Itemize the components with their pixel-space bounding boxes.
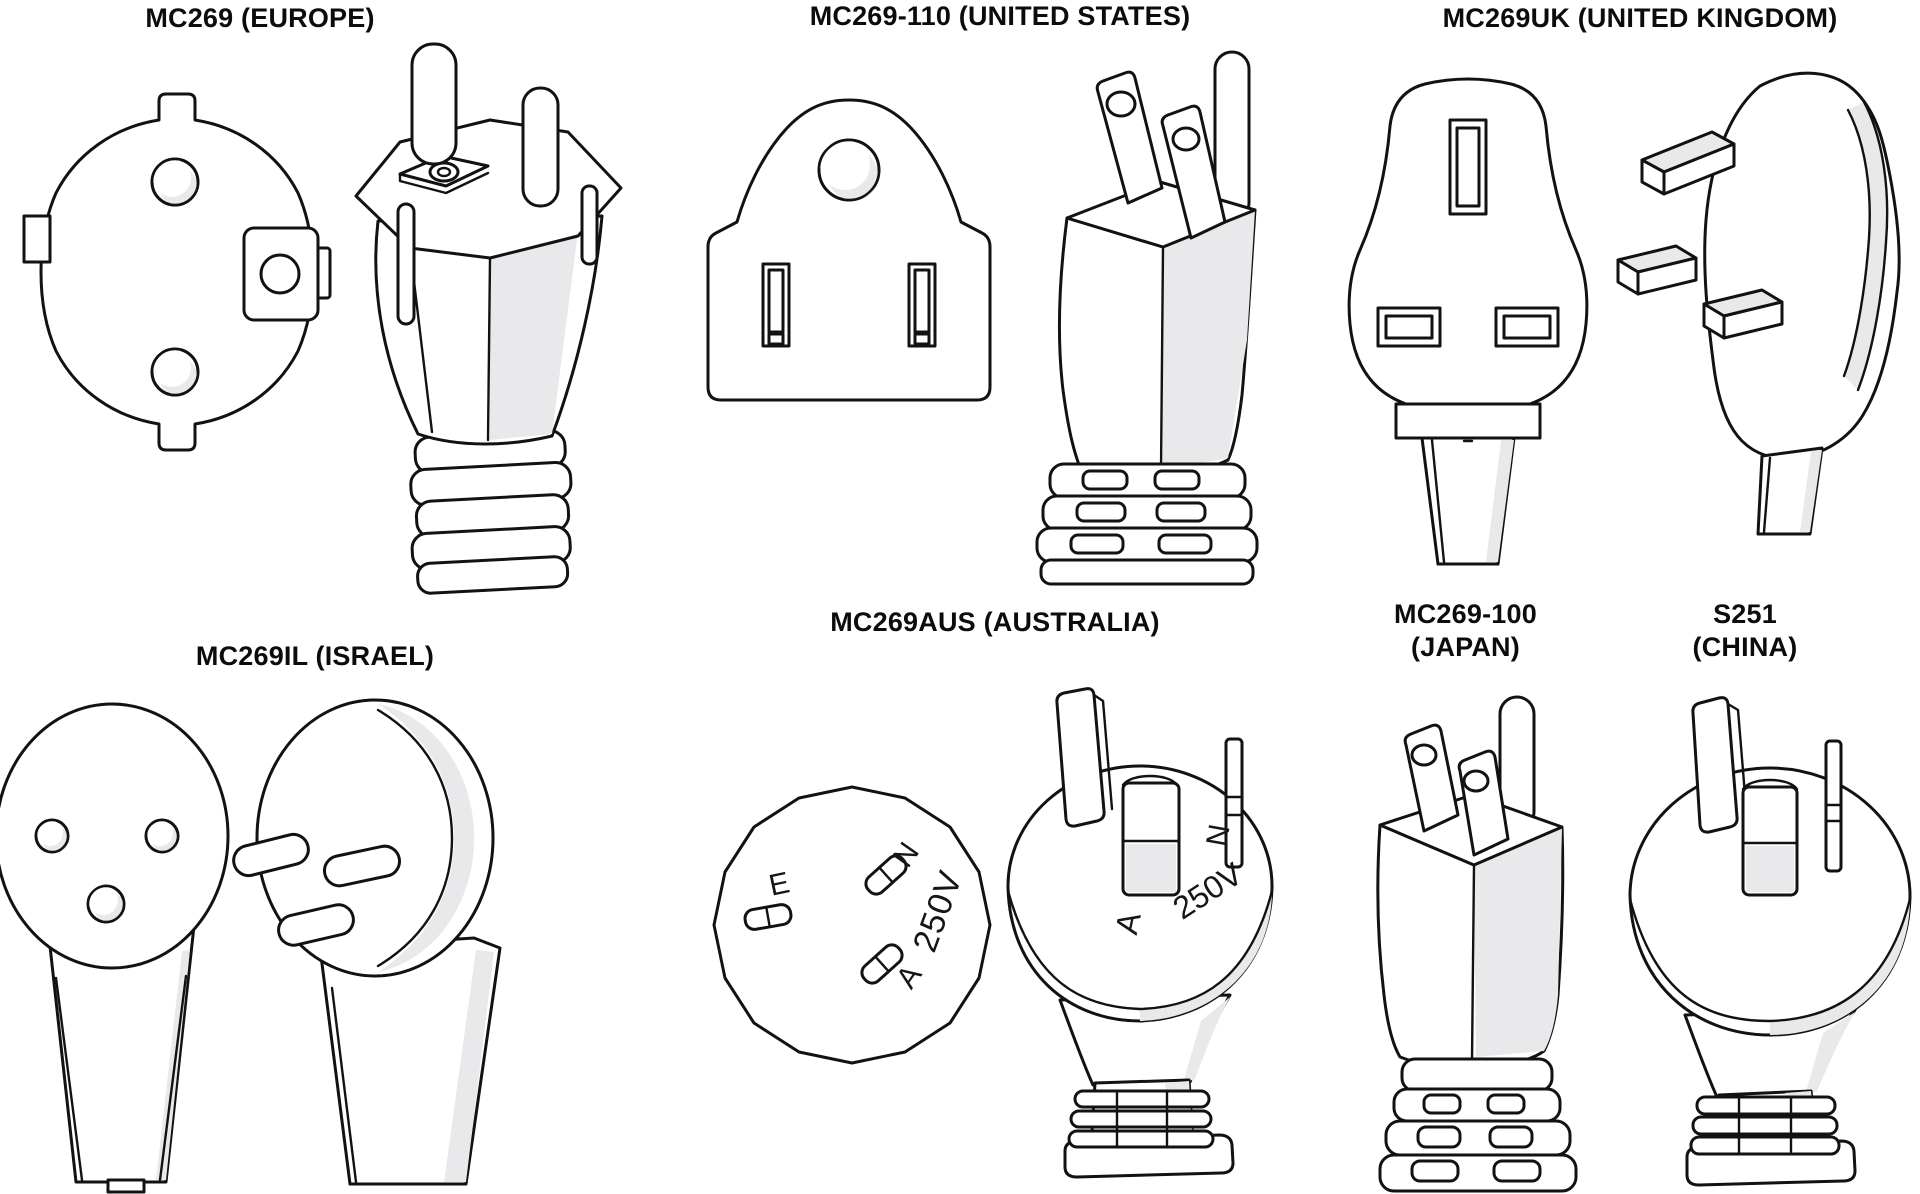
- screw-plate: [398, 154, 490, 195]
- plug-face-outline: [712, 785, 992, 1065]
- flat-pin-top: [232, 832, 310, 878]
- active-slot: [860, 943, 904, 985]
- china-plug-3d-drawing: [1615, 685, 1920, 1194]
- uk-plug-3d-drawing: [1612, 52, 1912, 537]
- center-contact-hole: [259, 253, 301, 295]
- neutral-slot: [864, 854, 908, 896]
- europe-plug-front-drawing: [22, 88, 332, 458]
- flat-pin-bottom: [277, 903, 355, 947]
- europe-plug-3d-drawing: [340, 36, 650, 596]
- round-pin-left: [410, 42, 458, 166]
- flat-blade-right: [1457, 749, 1510, 857]
- flat-blade-center: [1741, 778, 1799, 897]
- earth-clip-groove-left: [396, 202, 416, 326]
- japan-plug-3d-drawing: [1372, 685, 1637, 1194]
- title-australia: MC269AUS (AUSTRALIA): [830, 607, 1160, 637]
- flat-blade-left: [1403, 723, 1460, 833]
- strain-relief: [1378, 1057, 1578, 1193]
- australia-plug-3d-drawing: A 250V N: [1005, 685, 1340, 1194]
- israel-plug-front-drawing: [0, 688, 248, 1194]
- title-europe: MC269 (EUROPE): [145, 3, 375, 33]
- pin-hole-bottom: [86, 884, 126, 924]
- title-china-line1: S251: [1713, 599, 1777, 629]
- cord-exit-notch: [106, 1178, 146, 1194]
- thin-pin-right: [1824, 739, 1843, 873]
- title-china-line2: (CHINA): [1692, 632, 1798, 662]
- ground-pin-hole: [817, 138, 881, 202]
- plug-body-outline: [39, 92, 315, 452]
- flat-blade-left: [1095, 70, 1164, 205]
- line-pin-left: [1616, 244, 1698, 296]
- title-united-states: MC269-110 (UNITED STATES): [809, 1, 1191, 31]
- plug-head: [0, 702, 230, 970]
- earth-slot: [743, 903, 793, 931]
- blade-slot-right: [907, 262, 937, 348]
- uk-plug-front-drawing: [1328, 68, 1608, 568]
- strain-relief: [409, 429, 573, 595]
- title-israel: MC269IL (ISRAEL): [195, 641, 435, 671]
- pin-hole-top: [150, 157, 200, 207]
- us-plug-3d-drawing: [995, 40, 1275, 586]
- flat-blade-left: [1691, 696, 1749, 834]
- thin-pin-right: [1224, 737, 1244, 869]
- blade-slot-left: [761, 262, 791, 348]
- strain-relief: [1035, 462, 1259, 586]
- earth-pin: [1640, 130, 1736, 196]
- pin-hole-left: [34, 818, 70, 854]
- round-pin-right: [521, 86, 560, 208]
- cord-flange: [1394, 402, 1542, 440]
- us-plug-front-drawing: [703, 82, 995, 412]
- line-pin-slot-left: [1376, 306, 1442, 348]
- earth-pin-slot: [1448, 118, 1488, 216]
- title-united-kingdom: MC269UK (UNITED KINGDOM): [1442, 3, 1838, 33]
- israel-plug-3d-drawing: [228, 688, 643, 1194]
- earth-clip-groove-right: [580, 184, 599, 266]
- pin-hole-bottom: [150, 347, 200, 397]
- pin-hole-right: [144, 818, 180, 854]
- title-china: S251 (CHINA): [1655, 598, 1835, 664]
- line-pin-right: [1702, 288, 1784, 340]
- title-japan: MC269-100 (JAPAN): [1378, 598, 1553, 664]
- flat-blade-right: [1160, 104, 1227, 240]
- australia-plug-face-drawing: E N A 250V: [702, 780, 1002, 1070]
- flat-pin-middle: [323, 844, 401, 888]
- strain-relief: [1689, 1095, 1841, 1156]
- line-pin-slot-right: [1494, 306, 1560, 348]
- side-guide-notch: [22, 214, 52, 264]
- title-japan-line2: (JAPAN): [1411, 632, 1520, 662]
- flat-blade-center: [1121, 774, 1181, 897]
- strain-relief: [1067, 1089, 1215, 1149]
- title-japan-line1: MC269-100: [1394, 599, 1537, 629]
- flat-blade-left: [1055, 687, 1114, 828]
